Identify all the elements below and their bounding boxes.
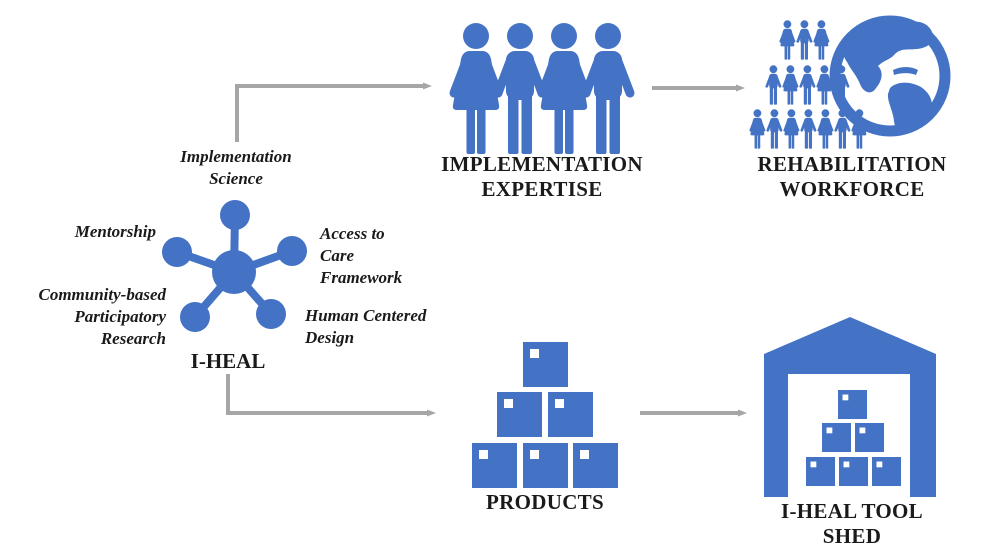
crate-icon bbox=[497, 392, 542, 437]
label-implementation-expertise: IMPLEMENTATION EXPERTISE bbox=[441, 152, 643, 201]
hub-label-mentorship: Mentorship bbox=[74, 222, 156, 241]
crate-icon bbox=[472, 443, 517, 488]
boxes-pyramid-icon bbox=[472, 342, 618, 488]
globe-isthmus bbox=[893, 67, 918, 75]
globe-crowd-icon bbox=[749, 15, 951, 150]
globe-south-america bbox=[887, 82, 932, 134]
hub-label-access-to-care: Access to Care Framework bbox=[320, 224, 403, 287]
hub-label-community-based: Community-based Participatory Research bbox=[38, 285, 166, 348]
globe-north-america bbox=[843, 17, 934, 93]
crowd-row-top bbox=[779, 18, 830, 61]
woman-icon bbox=[453, 23, 499, 154]
crate-icon bbox=[523, 443, 568, 488]
shed-outline bbox=[764, 317, 936, 497]
man-icon bbox=[586, 23, 630, 154]
arrow-hub-to-expertise bbox=[235, 82, 432, 142]
label-tool-shed: I-HEAL TOOL SHED bbox=[781, 499, 923, 548]
arrow-hub-to-products bbox=[226, 374, 436, 417]
crate-icon bbox=[523, 342, 568, 387]
crate-icon bbox=[548, 392, 593, 437]
hub-label-implementation-science: Implementation Science bbox=[180, 147, 292, 188]
people-group-icon bbox=[448, 22, 638, 156]
hub-title: I-HEAL bbox=[190, 349, 266, 373]
woman-icon bbox=[541, 23, 587, 154]
hub-spoke-icon bbox=[162, 200, 307, 332]
shed-crates bbox=[806, 390, 902, 487]
label-products: PRODUCTS bbox=[486, 490, 604, 514]
warehouse-boxes-icon bbox=[764, 317, 936, 497]
hub-label-human-centered: Human Centered Design bbox=[305, 306, 427, 347]
crate-icon bbox=[573, 443, 618, 488]
label-rehabilitation-workforce: REHABILITATION WORKFORCE bbox=[757, 152, 947, 201]
man-icon bbox=[498, 23, 542, 154]
